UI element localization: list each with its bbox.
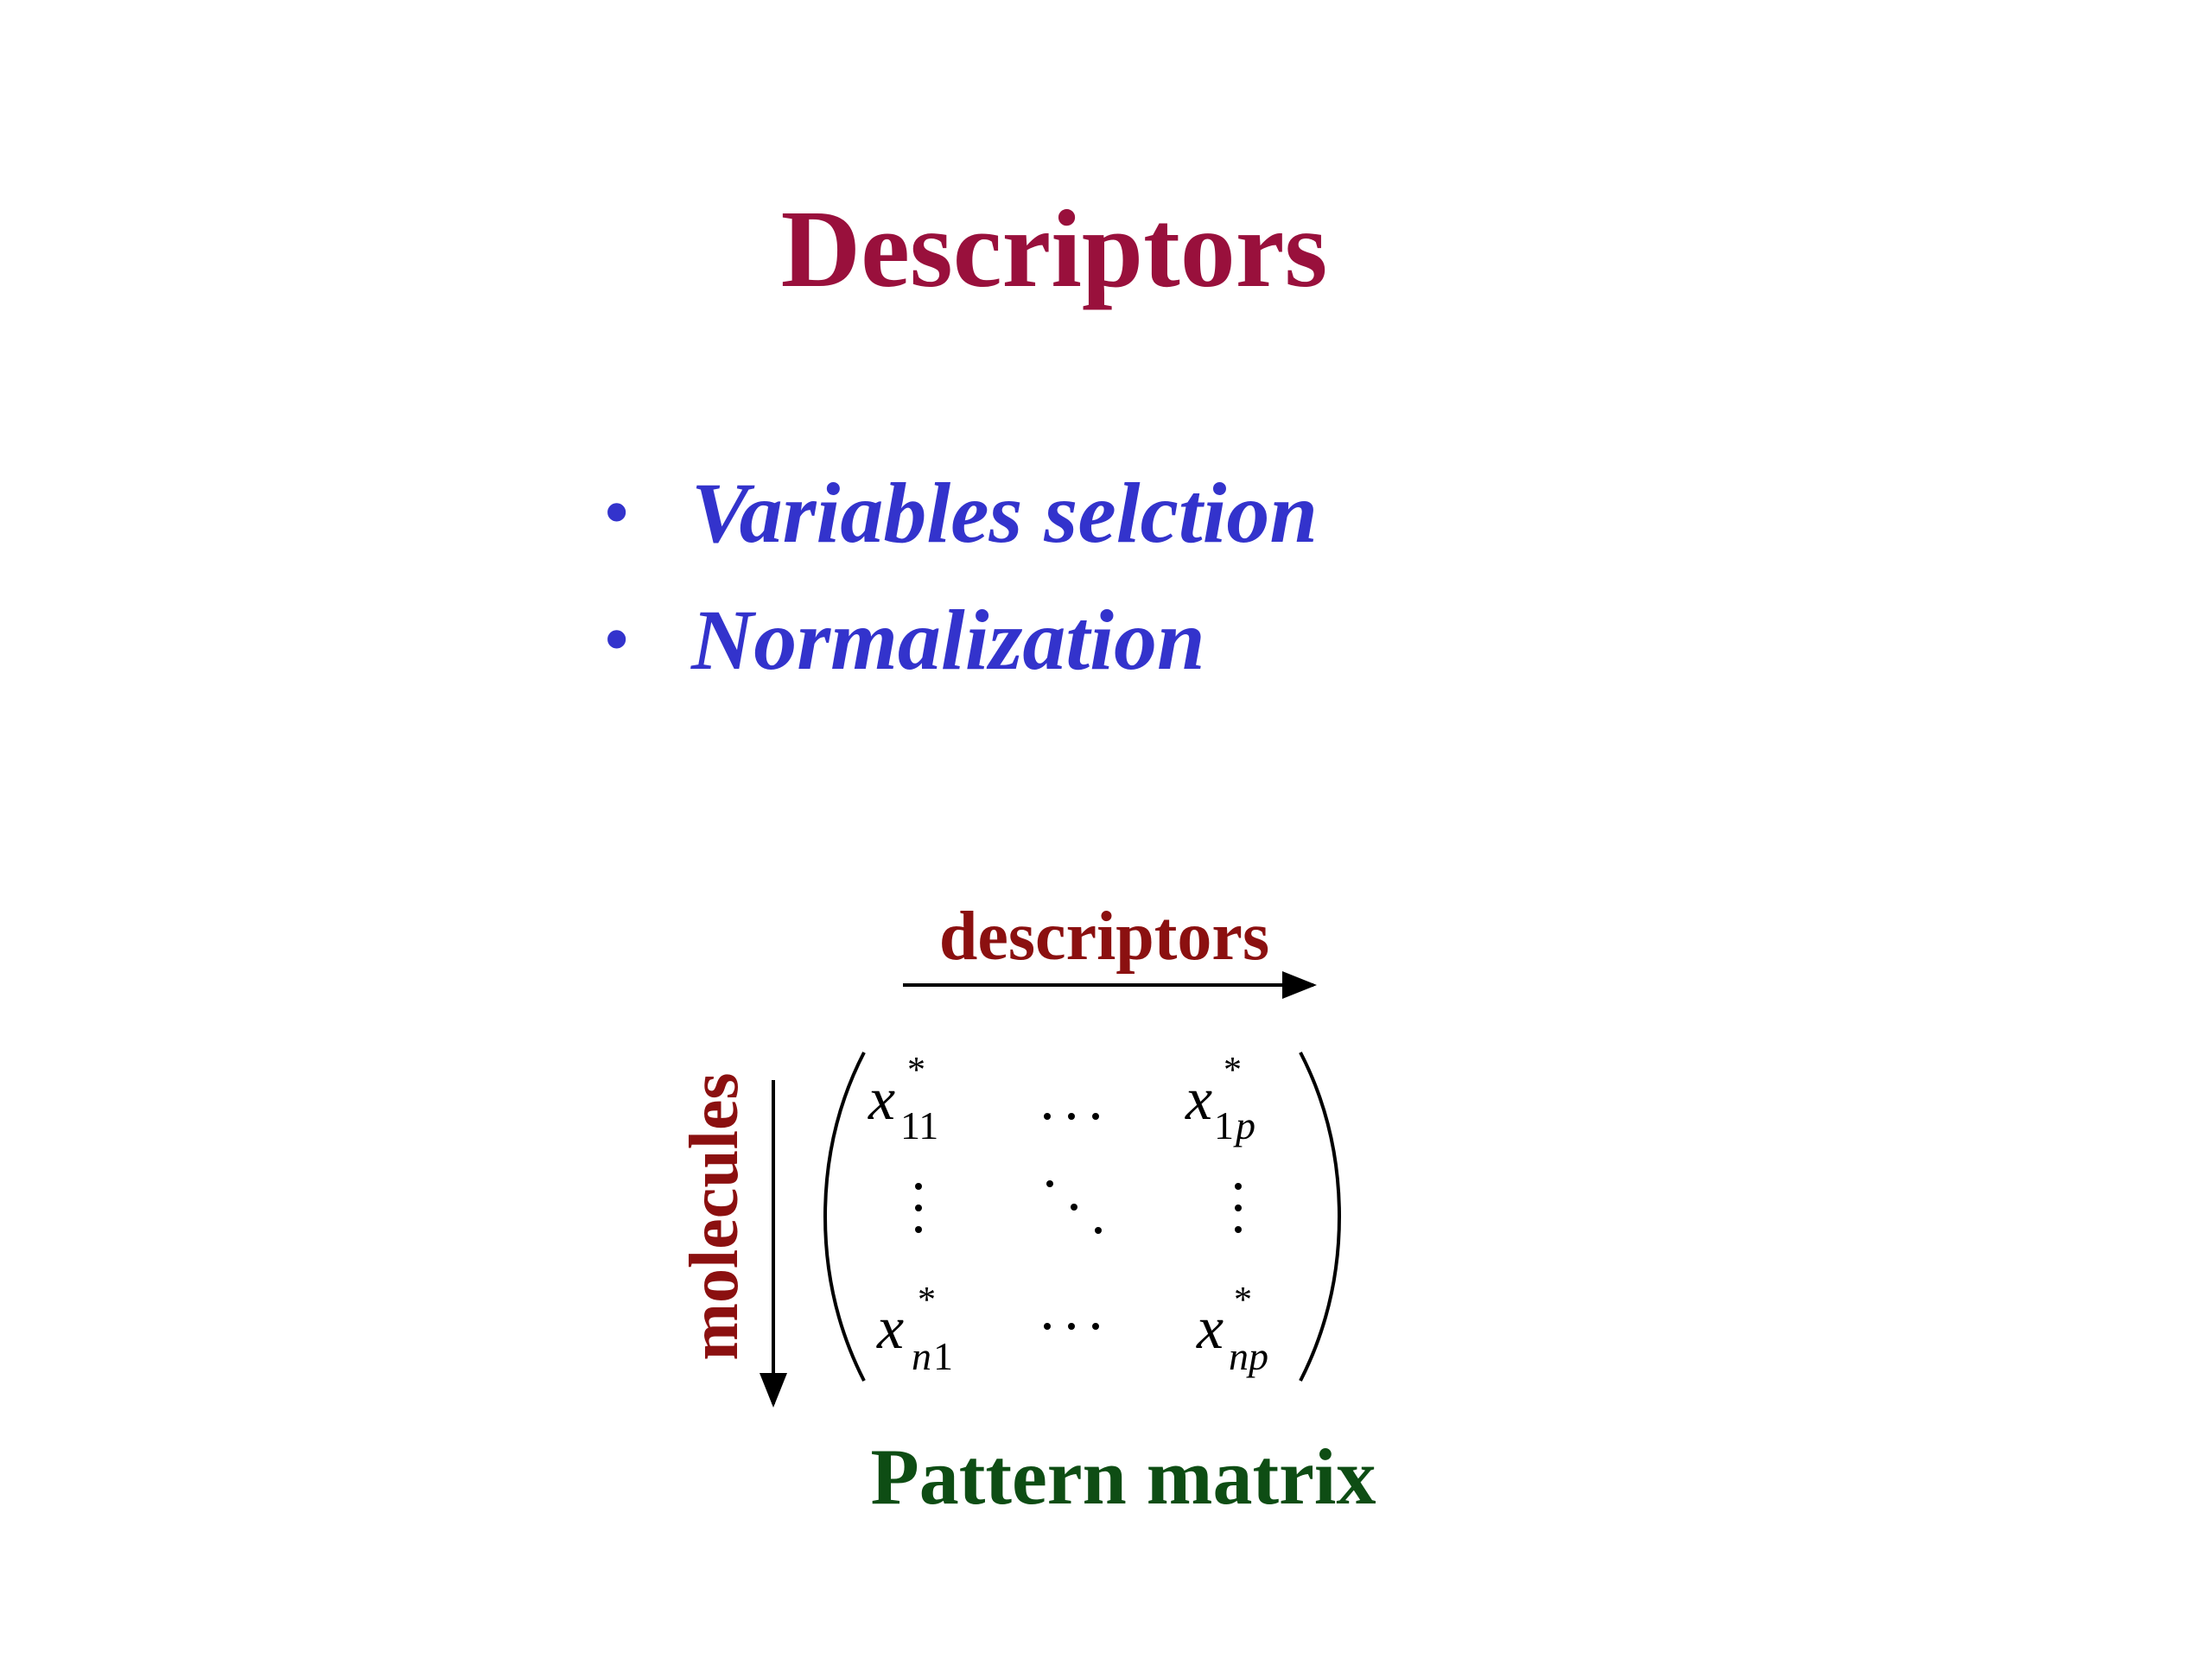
svg-text:p: p <box>1233 1103 1255 1147</box>
svg-text:*: * <box>1234 1281 1252 1320</box>
matrix-cell-xnp: x * np <box>1196 1281 1268 1378</box>
bullet-item-variables-selection: • Variables selction <box>605 449 1318 576</box>
matrix-vertical-ellipsis-right <box>1235 1183 1242 1233</box>
pattern-matrix-caption: Pattern matrix <box>871 1433 1376 1521</box>
matrix-left-bracket <box>823 1052 866 1382</box>
matrix-cell-x11: x * 11 <box>868 1051 938 1147</box>
matrix-vertical-ellipsis-left <box>915 1183 922 1233</box>
bullet-dot-icon: • <box>605 474 629 550</box>
molecules-axis-label: molecules <box>677 1072 753 1360</box>
descriptors-axis-label: descriptors <box>939 899 1269 975</box>
svg-text:np: np <box>1229 1334 1268 1378</box>
svg-text:*: * <box>907 1051 925 1090</box>
matrix-right-bracket <box>1299 1052 1342 1382</box>
bullet-dot-icon: • <box>605 601 629 677</box>
matrix-horizontal-ellipsis-bottom <box>1044 1323 1099 1330</box>
bullet-item-normalization: • Normalization <box>605 576 1318 703</box>
svg-text:x: x <box>876 1295 904 1362</box>
svg-text:*: * <box>918 1281 936 1320</box>
svg-text:x: x <box>1196 1295 1224 1362</box>
matrix-horizontal-ellipsis-top <box>1044 1113 1099 1120</box>
bullet-list: • Variables selction • Normalization <box>605 449 1318 703</box>
svg-text:1: 1 <box>933 1334 953 1378</box>
svg-text:x: x <box>868 1066 895 1133</box>
matrix-cell-x1p: x * 1 p <box>1185 1051 1255 1147</box>
matrix-cell-xn1: x * n 1 <box>876 1281 953 1378</box>
svg-text:x: x <box>1185 1066 1212 1133</box>
slide-title: Descriptors <box>780 188 1328 310</box>
matrix-diagonal-ellipsis <box>1046 1180 1102 1234</box>
bullet-label: Normalization <box>691 592 1205 688</box>
svg-text:1: 1 <box>1214 1103 1234 1147</box>
svg-text:*: * <box>1224 1051 1242 1090</box>
svg-text:11: 11 <box>900 1103 938 1147</box>
bullet-label: Variables selction <box>691 465 1319 561</box>
svg-text:n: n <box>912 1334 931 1378</box>
